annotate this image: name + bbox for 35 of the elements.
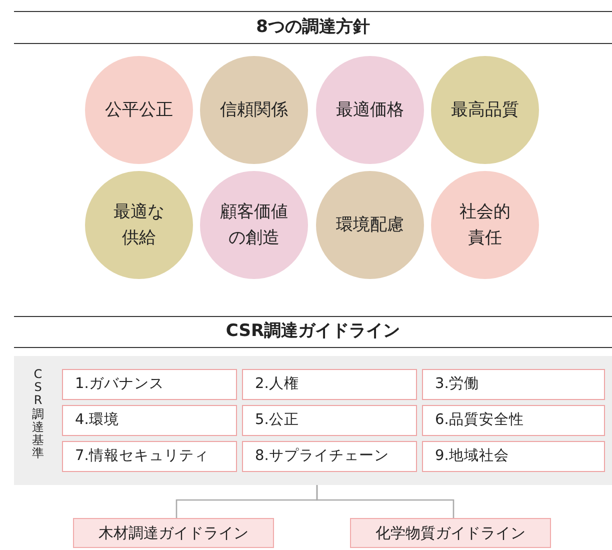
vertical-heading: CSR調達基準 bbox=[32, 368, 44, 460]
criteria-text: 7.情報セキュリティ bbox=[75, 446, 209, 466]
criteria-cell bbox=[422, 441, 605, 472]
policy-text: 社会的責任 bbox=[458, 200, 512, 250]
section-heading: CSR調達ガイドライン bbox=[226, 320, 400, 344]
guideline-box bbox=[73, 518, 274, 548]
criteria-cell bbox=[62, 405, 237, 436]
section-heading: 8つの調達方針 bbox=[256, 16, 370, 39]
criteria-text: 2.人権 bbox=[255, 374, 299, 394]
guideline-text: 木材調達ガイドライン bbox=[98, 522, 248, 544]
criteria-cell bbox=[422, 369, 605, 400]
connector-line bbox=[316, 485, 454, 518]
criteria-text: 8.サプライチェーン bbox=[255, 446, 389, 466]
policy-text: 信頼関係 bbox=[219, 98, 289, 122]
criteria-panel bbox=[14, 356, 612, 485]
criteria-cell bbox=[242, 369, 417, 400]
criteria-text: 5.公正 bbox=[255, 410, 299, 430]
criteria-text: 9.地域社会 bbox=[435, 446, 509, 466]
guideline-box bbox=[350, 518, 551, 548]
criteria-cell bbox=[422, 405, 605, 436]
policy-text: 最適価格 bbox=[335, 98, 405, 122]
criteria-text: 6.品質安全性 bbox=[435, 410, 524, 430]
criteria-cell bbox=[242, 441, 417, 472]
policy-text: 顧客価値の創造 bbox=[219, 200, 289, 250]
criteria-cell bbox=[62, 369, 237, 400]
guideline-text: 化学物質ガイドライン bbox=[376, 522, 526, 544]
policy-text: 最高品質 bbox=[450, 98, 520, 122]
criteria-cell bbox=[242, 405, 417, 436]
policy-text: 公平公正 bbox=[104, 98, 174, 122]
criteria-text: 1.ガバナンス bbox=[75, 374, 164, 394]
criteria-cell bbox=[62, 441, 237, 472]
policy-text: 最適な供給 bbox=[112, 200, 166, 250]
criteria-text: 4.環境 bbox=[75, 410, 119, 430]
criteria-text: 3.労働 bbox=[435, 374, 479, 394]
policy-text: 環境配慮 bbox=[335, 214, 405, 237]
